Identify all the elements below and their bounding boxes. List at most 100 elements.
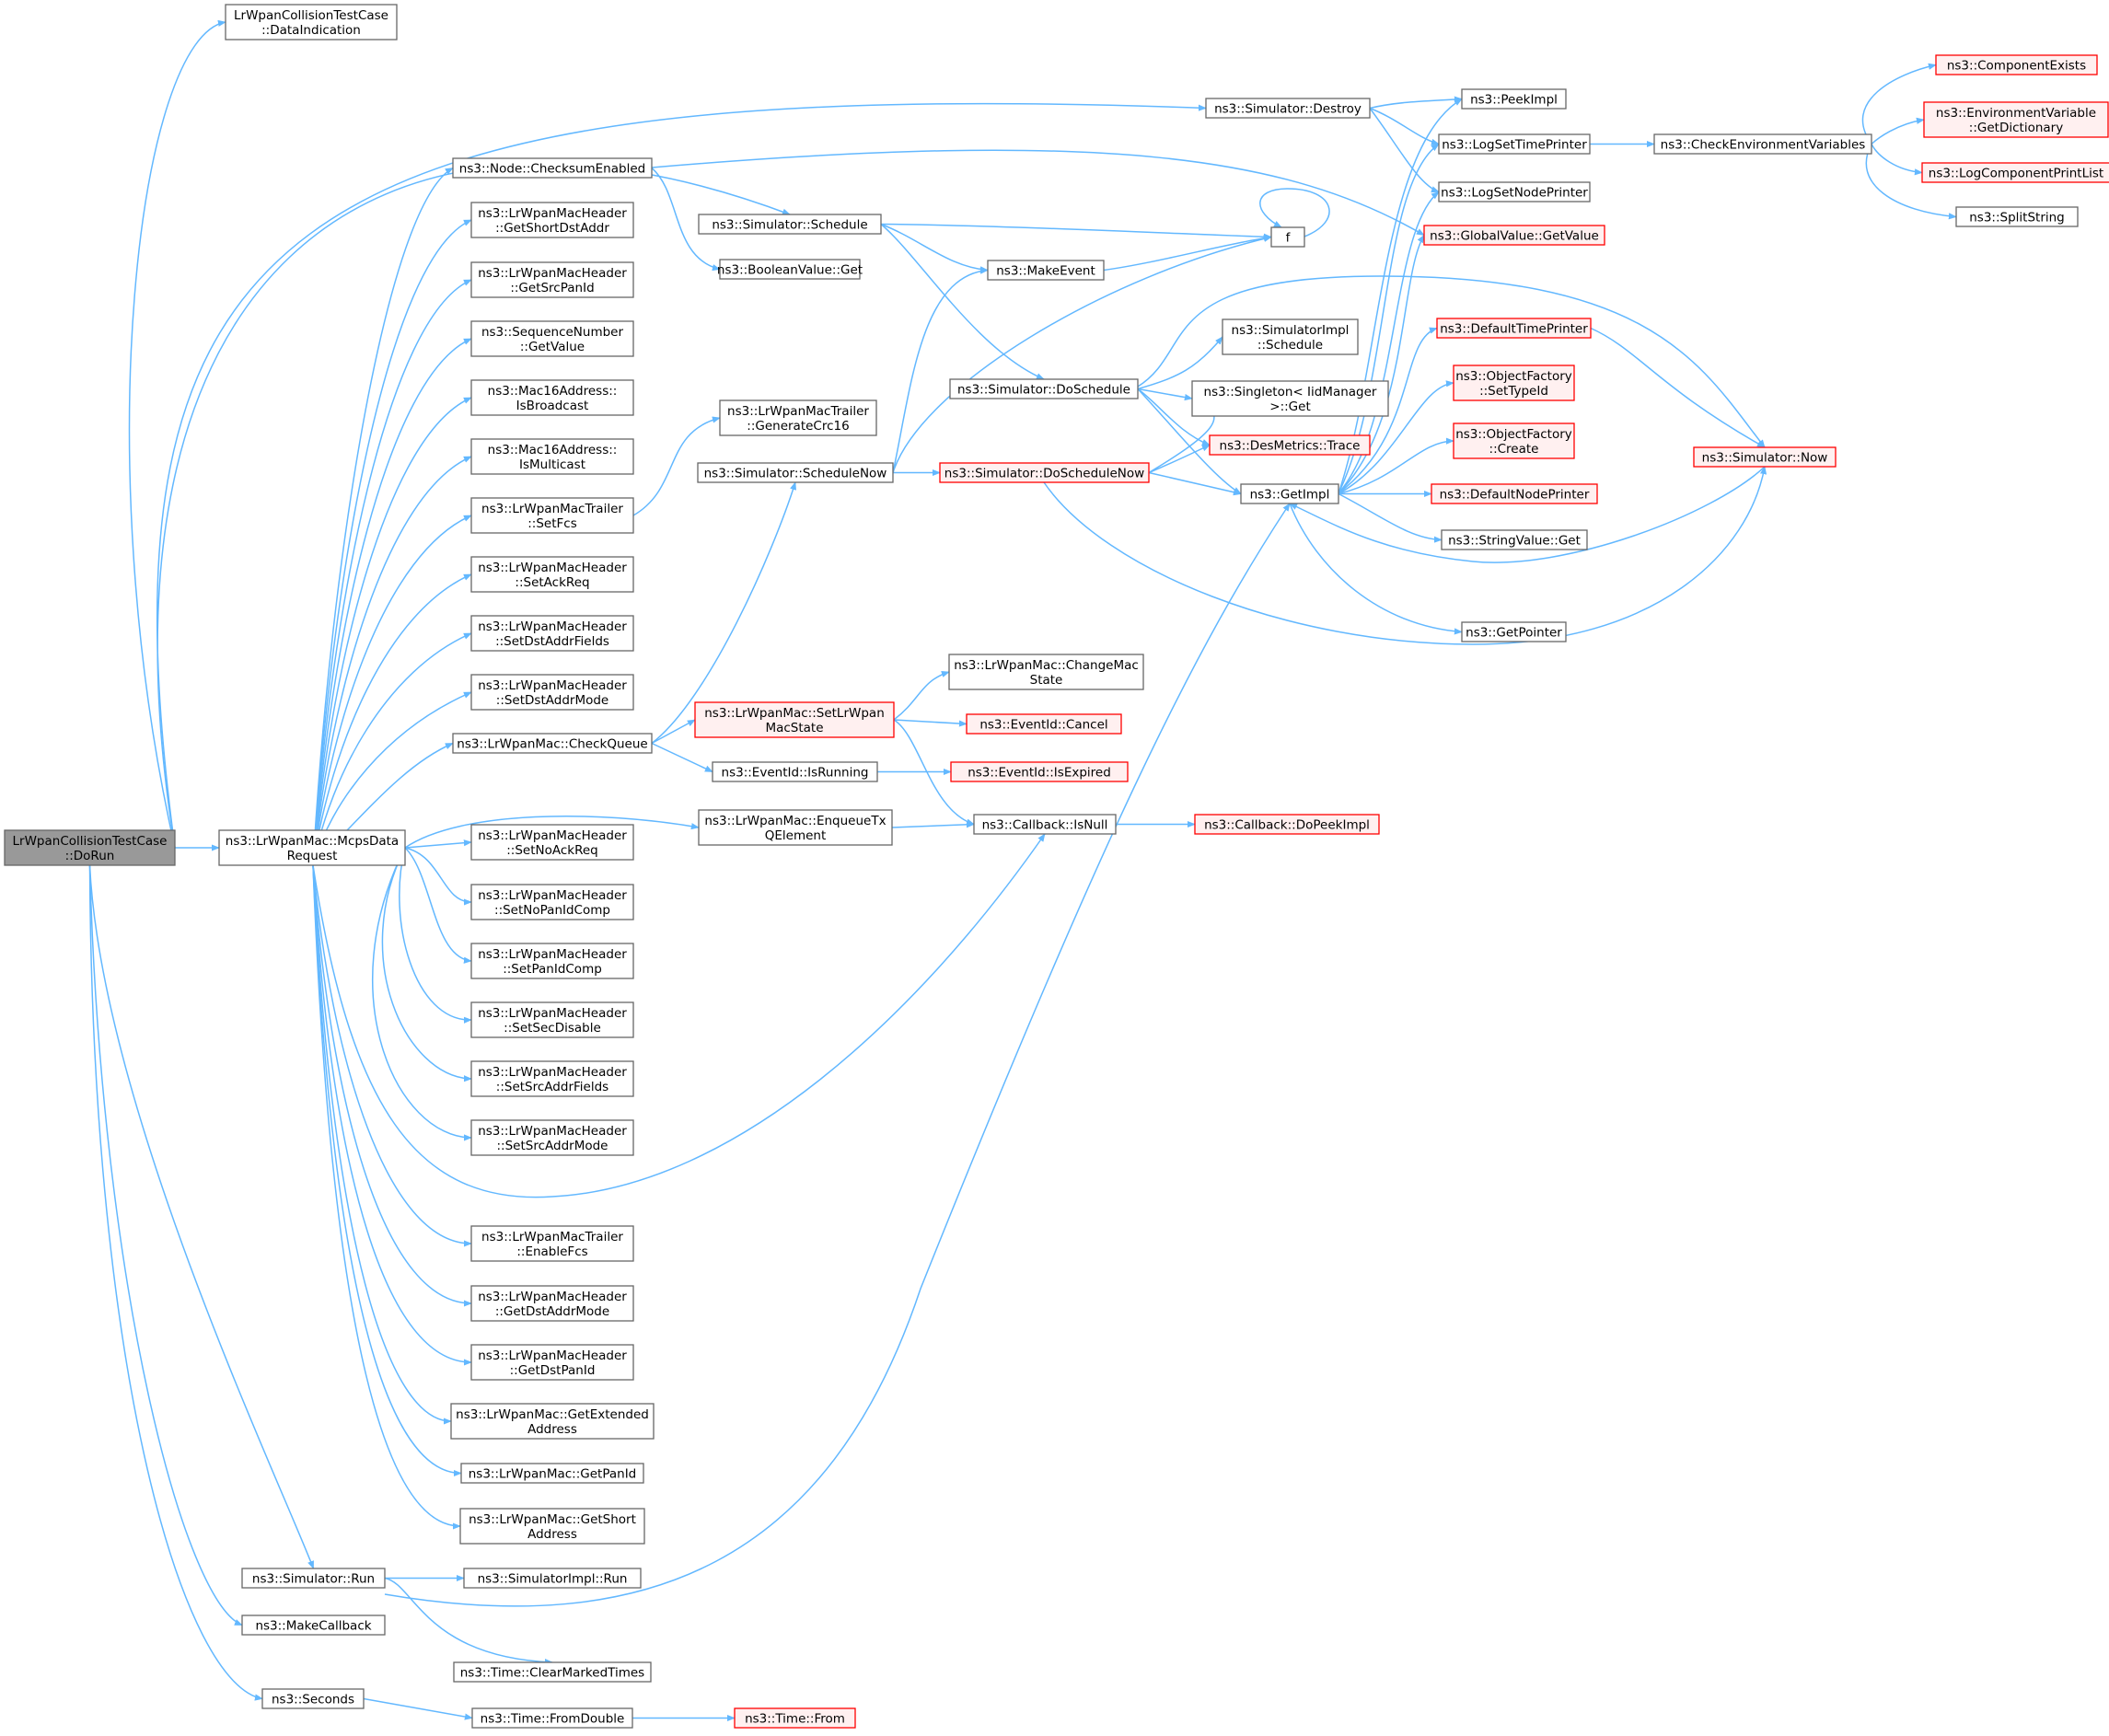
node-eventcancel[interactable]: ns3::EventId::Cancel: [966, 713, 1122, 735]
node-getsrcpanid[interactable]: ns3::LrWpanMacHeader::GetSrcPanId: [470, 261, 634, 298]
node-clearmarkedtimes[interactable]: ns3::Time::ClearMarkedTimes: [453, 1661, 652, 1683]
call-edge: [312, 167, 454, 866]
node-defaultnodeprinter[interactable]: ns3::DefaultNodePrinter: [1431, 483, 1598, 504]
node-setackreq[interactable]: ns3::LrWpanMacHeader::SetAckReq: [470, 556, 634, 593]
node-generatecrc16[interactable]: ns3::LrWpanMacTrailer::GenerateCrc16: [719, 399, 877, 436]
node-setdstaddrfields[interactable]: ns3::LrWpanMacHeader::SetDstAddrFields: [470, 615, 634, 652]
node-schedulenow[interactable]: ns3::Simulator::ScheduleNow: [697, 462, 894, 483]
node-schedule[interactable]: ns3::Simulator::Schedule: [698, 214, 882, 235]
node-booleanget[interactable]: ns3::BooleanValue::Get: [717, 259, 863, 280]
call-edge: [1289, 503, 1463, 635]
node-label: ns3::LrWpanMac::EnqueueTx: [704, 814, 886, 828]
node-label: ns3::Callback::DoPeekImpl: [1204, 818, 1370, 833]
node-simrun[interactable]: ns3::Simulator::Run: [241, 1568, 386, 1589]
node-checkqueue[interactable]: ns3::LrWpanMac::CheckQueue: [452, 733, 653, 754]
call-edge: [1338, 380, 1454, 495]
node-setnoackreq[interactable]: ns3::LrWpanMacHeader::SetNoAckReq: [470, 824, 634, 861]
node-box: [1222, 318, 1359, 355]
node-label: ns3::LrWpanMac::ChangeMac: [954, 658, 1139, 673]
call-edge: [651, 167, 721, 272]
node-checkenvvars[interactable]: ns3::CheckEnvironmentVariables: [1653, 133, 1872, 155]
node-checksumenabled[interactable]: ns3::Node::ChecksumEnabled: [452, 157, 653, 179]
node-singletonget[interactable]: ns3::Singleton< IidManager >::Get: [1191, 380, 1389, 417]
call-edge: [156, 102, 1207, 849]
node-ismulticast[interactable]: ns3::Mac16Address::IsMulticast: [470, 438, 634, 475]
node-splitstring[interactable]: ns3::SplitString: [1955, 206, 2079, 227]
node-globalgetvalue[interactable]: ns3::GlobalValue::GetValue: [1423, 225, 1605, 246]
node-seqgetvalue[interactable]: ns3::SequenceNumber::GetValue: [470, 320, 634, 357]
node-defaulttimeprinter[interactable]: ns3::DefaultTimePrinter: [1436, 318, 1592, 339]
node-isbroadcast[interactable]: ns3::Mac16Address::IsBroadcast: [470, 379, 634, 416]
node-getimpl[interactable]: ns3::GetImpl: [1240, 483, 1339, 504]
node-objcreate[interactable]: ns3::ObjectFactory::Create: [1453, 422, 1575, 459]
node-simimplrun[interactable]: ns3::SimulatorImpl::Run: [463, 1568, 642, 1589]
node-componentexists[interactable]: ns3::ComponentExists: [1935, 54, 2098, 75]
node-envgetdict[interactable]: ns3::EnvironmentVariable::GetDictionary: [1923, 101, 2109, 138]
node-logsettimeprinter[interactable]: ns3::LogSetTimePrinter: [1438, 133, 1591, 155]
node-box: [1431, 483, 1598, 504]
node-getshortdstaddr[interactable]: ns3::LrWpanMacHeader::GetShortDstAddr: [470, 202, 634, 238]
node-dopeekimpl[interactable]: ns3::Callback::DoPeekImpl: [1194, 814, 1380, 835]
node-label: ::SetSrcAddrFields: [496, 1080, 608, 1094]
node-label: ns3::DesMetrics::Trace: [1220, 439, 1361, 454]
node-dataindication[interactable]: LrWpanCollisionTestCase::DataIndication: [225, 4, 398, 41]
node-setsecdisable[interactable]: ns3::LrWpanMacHeader::SetSecDisable: [470, 1001, 634, 1038]
node-label: ns3::EventId::IsRunning: [722, 766, 869, 781]
node-doschedulenow[interactable]: ns3::Simulator::DoScheduleNow: [939, 462, 1150, 483]
node-box: [453, 1661, 652, 1683]
call-edge: [892, 235, 1272, 473]
node-label: ns3::LrWpanMac::GetPanId: [469, 1467, 637, 1482]
node-box: [1955, 206, 2079, 227]
node-setnopanidcomp[interactable]: ns3::LrWpanMacHeader::SetNoPanIdComp: [470, 884, 634, 920]
node-stringget[interactable]: ns3::StringValue::Get: [1441, 529, 1588, 550]
call-edge: [88, 864, 263, 1701]
node-logsetnodeprinter[interactable]: ns3::LogSetNodePrinter: [1438, 181, 1591, 203]
node-getpointer[interactable]: ns3::GetPointer: [1461, 621, 1567, 642]
node-f[interactable]: f: [1270, 226, 1305, 248]
node-setsrcaddrfields[interactable]: ns3::LrWpanMacHeader::SetSrcAddrFields: [470, 1060, 634, 1097]
node-getdstpanid[interactable]: ns3::LrWpanMacHeader::GetDstPanId: [470, 1344, 634, 1381]
node-settypeid[interactable]: ns3::ObjectFactory::SetTypeId: [1453, 365, 1575, 401]
node-box: [1921, 162, 2109, 183]
node-setsrcaddrmode[interactable]: ns3::LrWpanMacHeader::SetSrcAddrMode: [470, 1119, 634, 1156]
node-isexpired[interactable]: ns3::EventId::IsExpired: [950, 761, 1129, 782]
node-setpanidcomp[interactable]: ns3::LrWpanMacHeader::SetPanIdComp: [470, 943, 634, 979]
node-box: [470, 674, 634, 711]
node-enablefcs[interactable]: ns3::LrWpanMacTrailer::EnableFcs: [470, 1225, 634, 1262]
node-getdstaddrmode[interactable]: ns3::LrWpanMacHeader::GetDstAddrMode: [470, 1285, 634, 1322]
node-desmetricstrace[interactable]: ns3::DesMetrics::Trace: [1209, 434, 1371, 456]
node-label: ns3::SimulatorImpl::Run: [478, 1572, 628, 1587]
call-edge: [312, 279, 472, 866]
node-makeevent[interactable]: ns3::MakeEvent: [987, 260, 1105, 281]
node-box: [1653, 133, 1872, 155]
node-label: ns3::LogComponentPrintList: [1929, 167, 2103, 181]
node-simnow[interactable]: ns3::Simulator::Now: [1693, 446, 1837, 468]
node-timefrom[interactable]: ns3::Time::From: [734, 1707, 856, 1729]
node-box: [1209, 434, 1371, 456]
node-fromdouble[interactable]: ns3::Time::FromDouble: [471, 1707, 633, 1729]
node-doschedule[interactable]: ns3::Simulator::DoSchedule: [949, 378, 1139, 399]
node-box: [241, 1568, 386, 1589]
node-simimplschedule[interactable]: ns3::SimulatorImpl::Schedule: [1222, 318, 1359, 355]
node-isrunning[interactable]: ns3::EventId::IsRunning: [712, 761, 878, 782]
node-peekimpl[interactable]: ns3::PeekImpl: [1461, 88, 1567, 110]
node-box: [1935, 54, 2098, 75]
node-isnull[interactable]: ns3::Callback::IsNull: [973, 814, 1117, 835]
node-box: [1461, 621, 1567, 642]
node-box: [1436, 318, 1592, 339]
node-seconds[interactable]: ns3::Seconds: [261, 1688, 365, 1709]
node-getpanid[interactable]: ns3::LrWpanMac::GetPanId: [460, 1463, 644, 1484]
node-setdstaddrmode[interactable]: ns3::LrWpanMacHeader::SetDstAddrMode: [470, 674, 634, 711]
node-setfcs[interactable]: ns3::LrWpanMacTrailer::SetFcs: [470, 497, 634, 534]
node-destroy[interactable]: ns3::Simulator::Destroy: [1205, 98, 1371, 119]
call-edge: [1871, 144, 1923, 176]
node-dorun[interactable]: LrWpanCollisionTestCase::DoRun: [4, 829, 176, 866]
node-logcompprintlist[interactable]: ns3::LogComponentPrintList: [1921, 162, 2109, 183]
node-makecallback[interactable]: ns3::MakeCallback: [241, 1614, 386, 1636]
